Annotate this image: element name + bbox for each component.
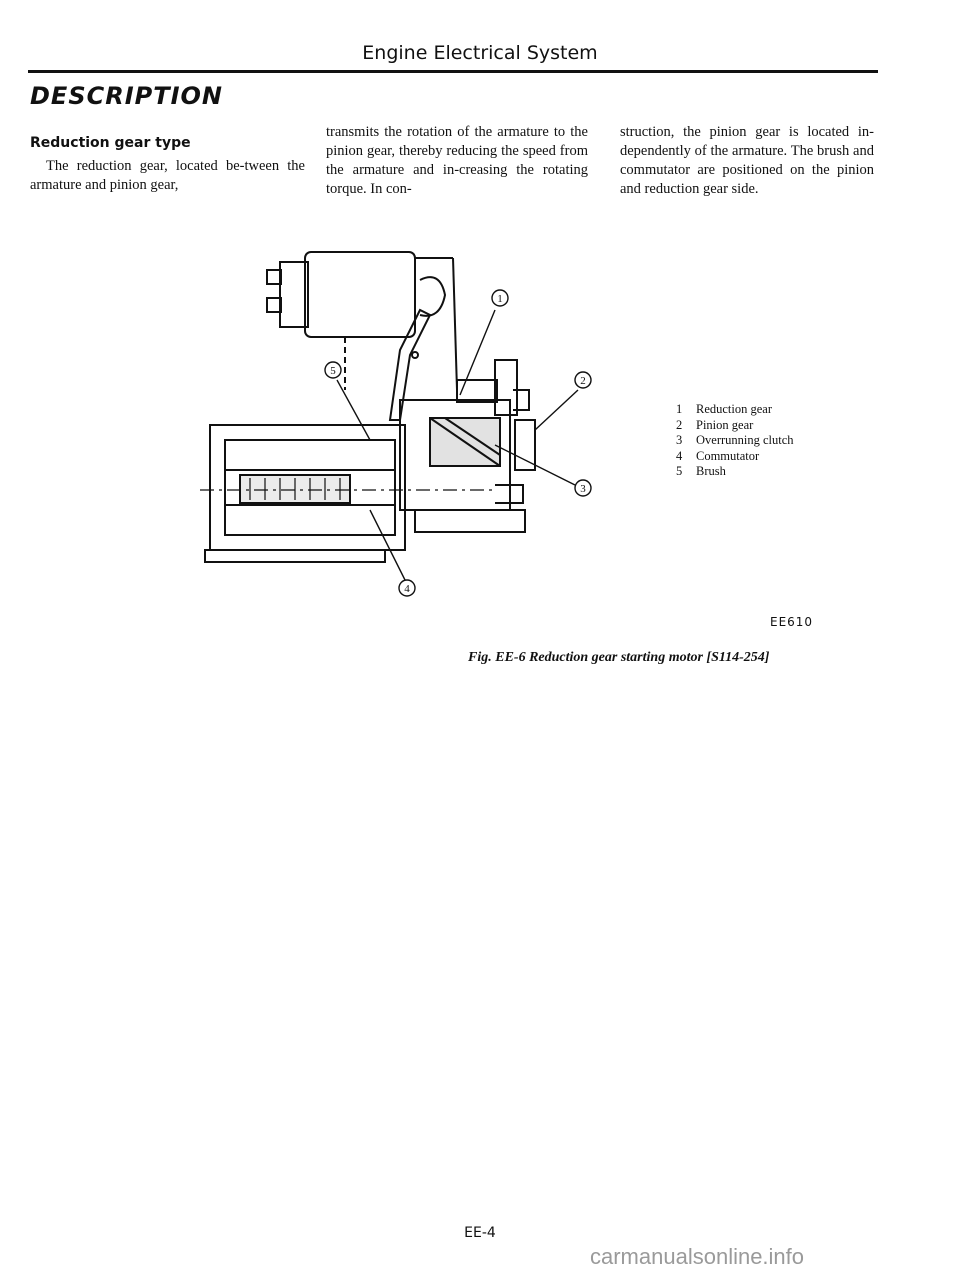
- legend-number: 2: [676, 417, 683, 432]
- gear-housing-drawing: [399, 359, 536, 533]
- body-text-column-3: struction, the pinion gear is located in…: [620, 124, 874, 197]
- callout-number-5: 5: [330, 365, 336, 377]
- callout-leader-3: [494, 444, 576, 486]
- callout-leader-5: [336, 379, 371, 441]
- page-number: EE-4: [464, 1225, 496, 1241]
- legend-item: 1 Reduction gear: [676, 402, 794, 418]
- legend-item: 5 Brush: [676, 464, 794, 480]
- legend-number: 4: [676, 448, 683, 463]
- solenoid-drawing: [266, 251, 458, 391]
- legend-label: Pinion gear: [696, 417, 754, 432]
- shift-lever-drawing: [388, 308, 432, 421]
- starter-motor-cutaway-diagram: 1 2 3 4 5: [200, 251, 592, 597]
- legend-item: 3 Overrunning clutch: [676, 433, 794, 449]
- header-rule: [28, 70, 878, 73]
- legend-item: 2 Pinion gear: [676, 418, 794, 434]
- section-title: DESCRIPTION: [30, 82, 224, 110]
- legend-label: Commutator: [696, 448, 760, 463]
- subsection-heading: Reduction gear type: [30, 135, 191, 151]
- figure-legend: 1 Reduction gear 2 Pinion gear 3 Overrunnin…: [676, 402, 794, 480]
- legend-label: Overrunning clutch: [696, 433, 794, 447]
- callout-number-4: 4: [404, 583, 410, 595]
- body-text-column-2: transmits the rotation of the armature t…: [326, 124, 588, 197]
- legend-label: Brush: [696, 464, 726, 478]
- body-text-column-1: The reduction gear, located be-tween the…: [30, 158, 305, 193]
- callout-leader-1: [459, 309, 496, 396]
- legend-number: 3: [676, 433, 683, 447]
- callout-leader-2: [534, 389, 579, 431]
- page-header-title: Engine Electrical System: [362, 42, 598, 64]
- figure-code: EE610: [770, 615, 814, 629]
- callout-number-2: 2: [580, 375, 586, 387]
- motor-body-drawing: [200, 424, 495, 563]
- figure-caption: Fig. EE-6 Reduction gear starting motor …: [468, 650, 770, 665]
- legend-item: 4 Commutator: [676, 449, 794, 465]
- callout-leader-4: [369, 509, 406, 581]
- callout-number-3: 3: [580, 483, 586, 495]
- watermark-text: carmanualsonline.info: [590, 1244, 805, 1269]
- legend-label: Reduction gear: [696, 402, 773, 416]
- legend-number: 1: [676, 402, 683, 416]
- legend-number: 5: [676, 464, 683, 478]
- callout-number-1: 1: [497, 293, 503, 305]
